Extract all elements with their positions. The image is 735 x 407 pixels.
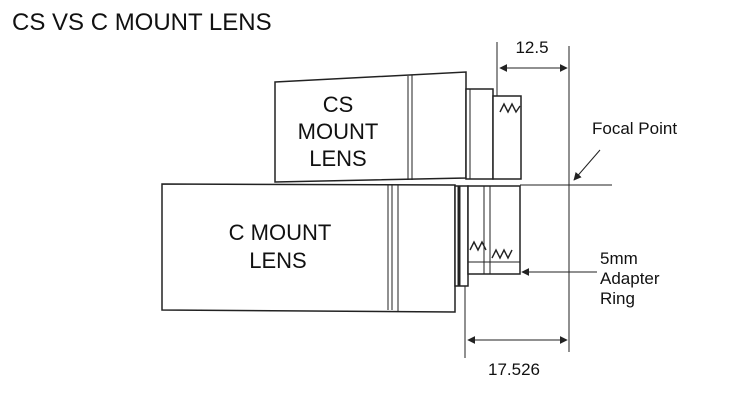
adapter-label-line-2: Adapter — [600, 269, 660, 288]
adapter-label-line-1: 5mm — [600, 249, 638, 268]
adapter-label-line-3: Ring — [600, 289, 635, 308]
cs-label-line-1: CS — [323, 92, 354, 117]
diagram-title: CS VS C MOUNT LENS — [12, 9, 272, 36]
focal-point-arrow — [573, 149, 601, 181]
cs-label-line-2: MOUNT — [298, 119, 379, 144]
dim-top-value: 12.5 — [515, 38, 548, 57]
c-mount-lens — [161, 183, 521, 313]
focal-point-label: Focal Point — [592, 119, 677, 138]
cs-label-line-3: LENS — [309, 146, 366, 171]
c-label-line-2: LENS — [249, 248, 306, 273]
cs-mount-lens — [274, 71, 522, 183]
c-label-line-1: C MOUNT — [229, 220, 332, 245]
dimension-bottom — [464, 286, 568, 358]
dimension-top — [496, 42, 568, 96]
dim-bottom-value: 17.526 — [488, 360, 540, 379]
